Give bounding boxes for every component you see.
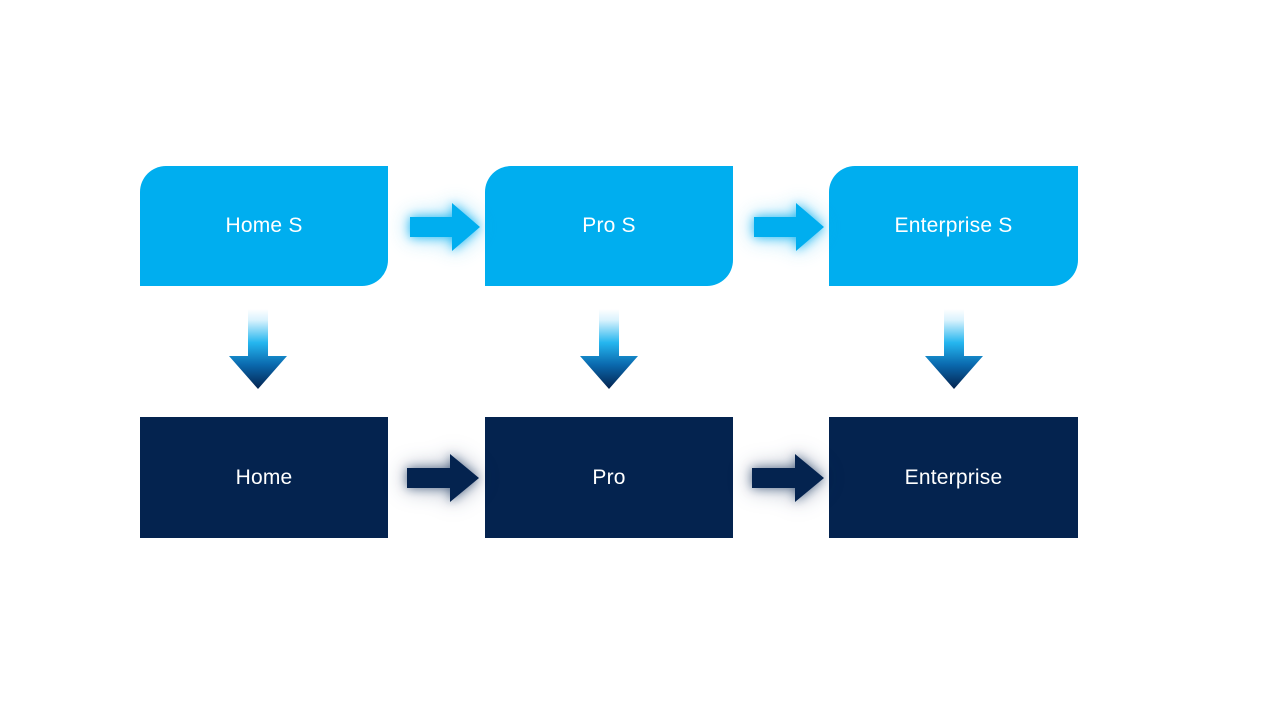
- arrow-home-to-pro: [407, 454, 479, 502]
- arrow-pro-to-enterprise: [752, 454, 824, 502]
- node-label: Home S: [225, 214, 303, 238]
- arrow-enterprise-s-to-enterprise: [925, 309, 983, 389]
- node-label: Home: [235, 465, 293, 489]
- node-pro[interactable]: Pro: [485, 417, 733, 538]
- node-enterprise[interactable]: Enterprise: [829, 417, 1078, 538]
- node-label: Pro: [592, 465, 626, 489]
- node-label: Enterprise: [904, 465, 1003, 489]
- node-home-s[interactable]: Home S: [140, 166, 388, 286]
- node-label: Pro S: [582, 214, 636, 238]
- arrow-pro-s-to-pro: [580, 309, 638, 389]
- arrow-home-s-to-home: [229, 309, 287, 389]
- node-home[interactable]: Home: [140, 417, 388, 538]
- arrow-pro-s-to-enterprise-s: [754, 203, 824, 251]
- node-enterprise-s[interactable]: Enterprise S: [829, 166, 1078, 286]
- node-pro-s[interactable]: Pro S: [485, 166, 733, 286]
- node-label: Enterprise S: [894, 214, 1013, 238]
- arrow-home-s-to-pro-s: [410, 203, 480, 251]
